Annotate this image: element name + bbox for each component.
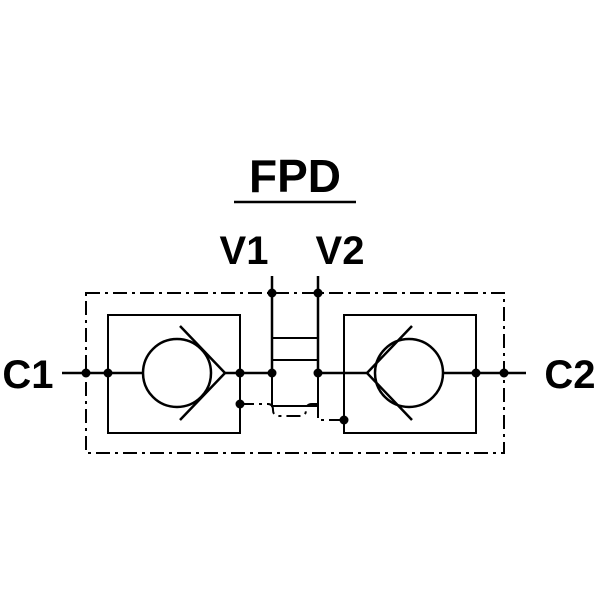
- junction-dot: [339, 415, 349, 425]
- junction-dot: [235, 399, 245, 409]
- port-label-v1: V1: [220, 229, 269, 273]
- junction-dot: [267, 368, 277, 378]
- port-label-c2: C2: [544, 353, 595, 397]
- port-label-c1: C1: [2, 353, 53, 397]
- junction-dot: [313, 368, 323, 378]
- junction-dot: [103, 368, 113, 378]
- flow-lines: [62, 276, 526, 375]
- junction-dot: [499, 368, 509, 378]
- port-label-v2: V2: [316, 229, 365, 273]
- pilot-lines: [240, 276, 344, 421]
- junction-dots: [81, 288, 509, 425]
- junction-dot: [471, 368, 481, 378]
- junction-dot: [267, 288, 277, 298]
- pilot-piston: [271, 337, 319, 407]
- junction-dot: [235, 368, 245, 378]
- diagram-title: FPD: [249, 150, 341, 202]
- junction-dot: [313, 288, 323, 298]
- outer-enclosure: [85, 292, 505, 454]
- ball-right: [373, 337, 445, 409]
- junction-dot: [81, 368, 91, 378]
